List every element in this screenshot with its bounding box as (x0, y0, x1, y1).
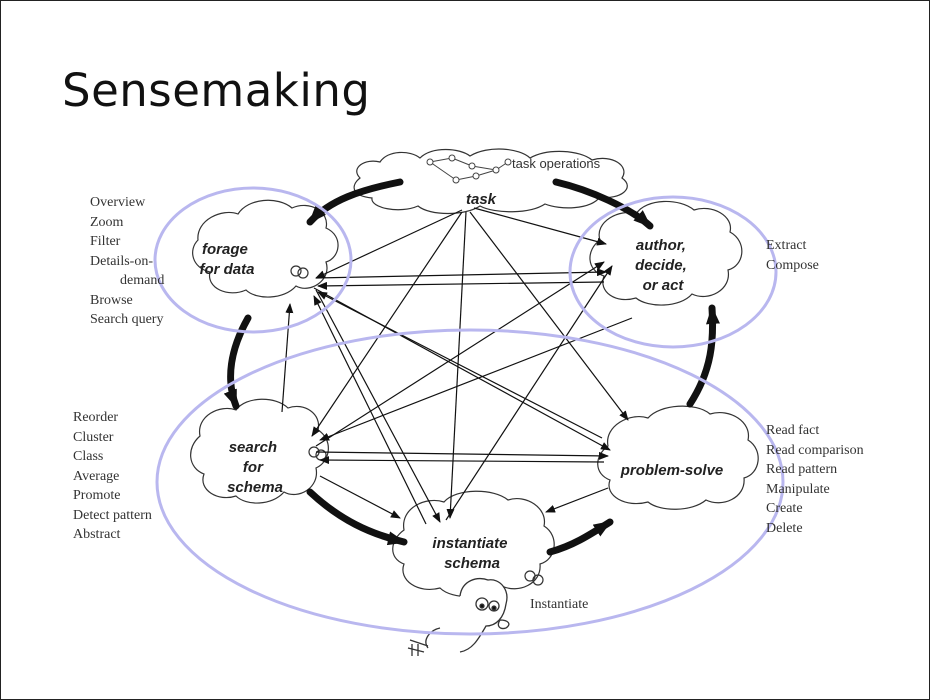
list-item: Promote (73, 488, 121, 503)
list-item: Class (73, 449, 104, 464)
list-item: Create (766, 501, 803, 516)
task-cloud: task operations task (353, 148, 628, 215)
list-item: Reorder (73, 410, 119, 425)
list-item: Manipulate (766, 481, 830, 497)
instantiate-node-label: instantiate schema (432, 535, 511, 572)
list-item: Browse (90, 292, 133, 308)
author-node-label: author, decide, or act (635, 237, 691, 294)
search-node-label: search for schema (227, 439, 283, 496)
list-item: Read pattern (766, 462, 838, 477)
slide-title: Sensemaking (62, 64, 371, 117)
problem-solve-cloud (597, 405, 759, 510)
highlight-ellipses (153, 186, 785, 636)
thin-arrows (281, 207, 633, 525)
highlight-forage (153, 186, 353, 334)
author-cloud (589, 200, 743, 306)
right-top-list: Extract Compose (766, 236, 819, 275)
instantiate-label: Instantiate (530, 597, 588, 612)
list-item: Zoom (90, 214, 124, 230)
left-bottom-list: Reorder Cluster Class Average Promote De… (73, 408, 152, 545)
forage-node-label: forage for data (199, 241, 254, 278)
forage-cloud (192, 199, 339, 298)
list-item: Average (73, 468, 120, 484)
left-top-list: Overview Zoom Filter Details-on- demand … (90, 193, 164, 330)
list-item: Abstract (73, 527, 121, 542)
list-item: Details-on- (90, 253, 153, 269)
list-item: Read comparison (766, 442, 864, 458)
list-item: Read fact (766, 423, 820, 438)
list-item: Search query (90, 312, 164, 327)
thick-arrows (223, 178, 720, 556)
list-item: Detect pattern (73, 507, 152, 523)
list-item: Cluster (73, 429, 114, 445)
list-item: Extract (766, 238, 807, 253)
highlight-bottom-group (155, 328, 785, 636)
list-item: demand (120, 273, 165, 288)
task-node-label: task (466, 191, 497, 208)
list-item: Compose (766, 257, 819, 273)
search-cloud (190, 398, 329, 504)
task-operations-label: task operations (512, 156, 601, 171)
right-bottom-list: Read fact Read comparison Read pattern M… (766, 421, 864, 538)
list-item: Delete (766, 520, 803, 536)
list-item: Filter (90, 234, 121, 249)
highlight-author (568, 195, 778, 349)
problem-solve-node-label: problem-solve (620, 462, 724, 479)
list-item: Overview (90, 195, 146, 210)
